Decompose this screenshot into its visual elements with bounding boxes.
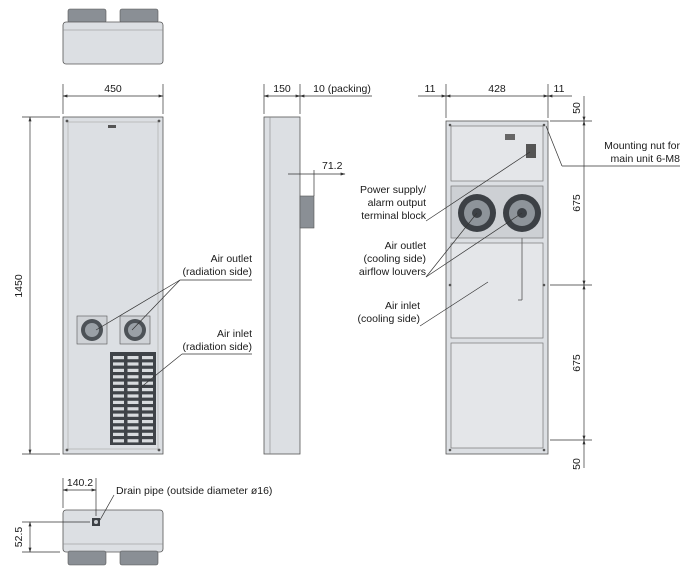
- front-inlet-louvers: [110, 352, 156, 445]
- dim-depth-label: 150: [273, 83, 291, 95]
- dim-protrusion: 71.2: [288, 160, 346, 196]
- louver-slat: [127, 400, 139, 404]
- label-mounting-nut-2: main unit 6-M8: [611, 153, 681, 165]
- louver-slat: [113, 362, 124, 366]
- dim-drain-offset: 140.2: [62, 477, 97, 516]
- louver-slat: [127, 388, 139, 392]
- dim-rear-bottom-label: 50: [571, 458, 583, 470]
- label-air-inlet-cooling-1: Air inlet: [385, 300, 420, 312]
- label-air-inlet-radiation-1: Air inlet: [217, 328, 252, 340]
- louver-slat: [142, 426, 153, 430]
- label-air-inlet-cooling-2: (cooling side): [358, 313, 420, 325]
- dim-rear-margin-right-label: 11: [554, 83, 565, 95]
- louver-slat: [127, 381, 139, 385]
- louver-slat: [142, 381, 153, 385]
- louver-slat: [127, 413, 139, 417]
- callout-air-outlet-radiation: Air outlet (radiation side): [95, 253, 253, 331]
- louver-slat: [142, 375, 153, 379]
- dim-width: 450: [62, 83, 164, 114]
- label-air-outlet-cooling-1: Air outlet: [385, 240, 427, 252]
- louver-slat: [142, 388, 153, 392]
- callout-air-outlet-cooling: Air outlet (cooling side) airflow louver…: [359, 212, 523, 278]
- louver-slat: [113, 439, 124, 443]
- louver-slat: [142, 439, 153, 443]
- louver-slat: [142, 362, 153, 366]
- callout-drain-pipe: Drain pipe (outside diameter ø16): [99, 485, 272, 521]
- louver-slat: [113, 368, 124, 372]
- dim-protrusion-label: 71.2: [322, 160, 343, 172]
- louver-slat: [127, 394, 139, 398]
- louver-slat: [142, 413, 153, 417]
- louver-slat: [142, 394, 153, 398]
- front-outlet-fans: [76, 315, 151, 345]
- callout-mounting-nut: Mounting nut for main unit 6-M8: [545, 125, 681, 167]
- louver-slat: [127, 432, 139, 436]
- dim-rear-width: 11 428 11: [418, 83, 572, 118]
- label-air-outlet-cooling-2: (cooling side): [364, 253, 426, 265]
- front-view: [62, 116, 164, 455]
- label-power-supply-3: terminal block: [361, 210, 427, 222]
- dim-drain-height-label: 52.5: [13, 527, 25, 548]
- dim-packing: 10 (packing): [299, 83, 372, 98]
- louver-slat: [127, 375, 139, 379]
- label-air-inlet-radiation-2: (radiation side): [183, 341, 252, 353]
- louver-slat: [127, 407, 139, 411]
- louver-slat: [113, 407, 124, 411]
- label-mounting-nut-1: Mounting nut for: [604, 140, 680, 152]
- label-power-supply-1: Power supply/: [360, 184, 426, 196]
- louver-slat: [127, 368, 139, 372]
- bottom-view: [62, 509, 164, 566]
- louver-slat: [142, 400, 153, 404]
- louver-slat: [127, 362, 139, 366]
- louver-slat: [142, 368, 153, 372]
- rear-view: [445, 120, 549, 455]
- louver-slat: [113, 381, 124, 385]
- louver-slat: [113, 400, 124, 404]
- louver-slat: [142, 407, 153, 411]
- dim-rear-vertical: 50 675 675 50: [550, 96, 592, 470]
- dim-rear-margin-left-label: 11: [425, 83, 436, 95]
- label-air-outlet-radiation-2: (radiation side): [183, 266, 252, 278]
- louver-slat: [127, 356, 139, 360]
- side-view: [263, 116, 315, 455]
- dim-rear-upper-label: 675: [571, 194, 583, 212]
- louver-slat: [142, 432, 153, 436]
- louver-slat: [113, 375, 124, 379]
- dim-depth: 150: [263, 83, 301, 114]
- callout-power-supply: Power supply/ alarm output terminal bloc…: [360, 151, 531, 222]
- label-air-outlet-radiation-1: Air outlet: [211, 253, 253, 265]
- louver-slat: [127, 439, 139, 443]
- louver-slat: [142, 420, 153, 424]
- dim-packing-label: 10 (packing): [313, 83, 371, 95]
- label-drain-pipe: Drain pipe (outside diameter ø16): [116, 485, 272, 497]
- dim-height: 1450: [13, 116, 60, 455]
- louver-slat: [127, 426, 139, 430]
- louver-slat: [113, 426, 124, 430]
- label-power-supply-2: alarm output: [368, 197, 426, 209]
- louver-slat: [113, 388, 124, 392]
- louver-slat: [127, 420, 139, 424]
- louver-slat: [113, 432, 124, 436]
- louver-slat: [113, 420, 124, 424]
- callout-air-inlet-radiation: Air inlet (radiation side): [139, 328, 252, 389]
- louver-slat: [113, 356, 124, 360]
- dim-drain-height: 52.5: [13, 521, 90, 553]
- dim-height-label: 1450: [13, 274, 25, 298]
- dim-rear-lower-label: 675: [571, 354, 583, 372]
- dim-width-label: 450: [104, 83, 122, 95]
- dim-drain-offset-label: 140.2: [67, 477, 93, 489]
- callout-air-inlet-cooling: Air inlet (cooling side): [358, 281, 489, 327]
- dim-rear-top-label: 50: [571, 102, 583, 114]
- louver-slat: [113, 394, 124, 398]
- label-air-outlet-cooling-3: airflow louvers: [359, 266, 426, 278]
- louver-slat: [142, 356, 153, 360]
- louver-slat: [113, 413, 124, 417]
- top-view: [62, 8, 164, 65]
- dim-rear-inner-width-label: 428: [488, 83, 506, 95]
